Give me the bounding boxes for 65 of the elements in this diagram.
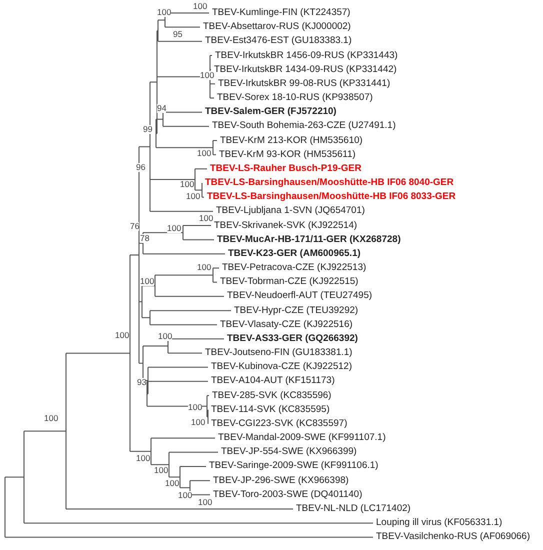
bootstrap-value: 100 [197,149,212,158]
taxon-label: TBEV-A104-AUT (KF151173) [211,375,335,388]
bootstrap-value: 100 [154,466,168,475]
taxon-label: TBEV-LS-Barsinghausen/Mooshütte-HB IF06 8040-GER [205,177,454,190]
taxon-label: TBEV-K23-GER (AM600965.1) [228,248,361,260]
taxon-label: TBEV-Neudoerfl-AUT (TEU27495) [227,290,372,302]
bootstrap-value: 100 [199,214,214,223]
taxon-label: TBEV-Absettarov-RUS (KJ000002) [203,21,351,34]
bootstrap-value: 100 [44,414,58,423]
taxon-label: TBEV-114-SVK (KC835595) [211,404,330,416]
bootstrap-value: 100 [200,71,214,80]
taxon-label: TBEV-Tobrman-CZE (KJ922515) [220,276,358,288]
taxon-label: TBEV-JP-554-SWE (KX966399) [221,446,357,458]
bootstrap-value: 96 [136,163,146,172]
taxon-label: Louping ill virus (KF056331.1) [376,517,502,530]
taxon-label: TBEV-Sorex 18-10-RUS (KP938507) [217,92,373,104]
bootstrap-value: 100 [198,498,212,507]
bootstrap-value: 100 [186,192,200,201]
taxon-label: TBEV-MucAr-HB-171/11-GER (KX268728) [217,234,401,246]
bootstrap-value: 100 [167,224,182,233]
taxon-label: TBEV-South Bohemia-263-CZE (U27491.1) [212,120,396,132]
taxon-label: TBEV-Hypr-CZE (TEU39292) [234,304,358,317]
bootstrap-value: 100 [140,277,154,286]
bootstrap-value: 93 [137,378,146,387]
taxon-label: TBEV-285-SVK (KC835596) [212,390,332,402]
taxon-label: TBEV-Saringe-2009-SWE (KF991106.1) [209,460,378,472]
bootstrap-value: 100 [180,180,194,189]
bootstrap-value: 100 [165,479,180,488]
bootstrap-value: 95 [173,30,182,39]
taxon-label: TBEV-NL-NLD (LC171402) [296,502,411,515]
taxon-label: TBEV-LS-Barsinghausen/Mooshütte-HB IF06 8033-GER [207,191,456,204]
taxon-label: TBEV-Kubinova-CZE (KJ922512) [211,361,352,374]
bootstrap-value: 100 [191,418,206,427]
taxon-label: TBEV-KrM 93-KOR (HM535611) [219,148,356,161]
taxon-label: TBEV-KrM 213-KOR (HM535610) [220,134,363,147]
bootstrap-value: 100 [197,263,212,272]
taxon-label: TBEV-Mandal-2009-SWE (KF991107.1) [218,432,386,444]
taxon-label: TBEV-Skrivanek-SVK (KJ922514) [214,220,358,232]
taxon-label: TBEV-Kumlinge-FIN (KT224357) [212,7,350,19]
taxon-label: TBEV-AS33-GER (GQ266392) [227,332,358,345]
bootstrap-value: 100 [158,332,172,341]
bootstrap-value: 76 [130,222,140,231]
bootstrap-value: 94 [157,104,166,113]
taxon-label: TBEV-Est3476-EST (GU183383.1) [205,35,352,48]
taxon-label: TBEV-Vasilchenko-RUS (AF069066) [376,531,530,544]
taxon-label: TBEV-Toro-2003-SWE (DQ401140) [213,488,362,501]
taxon-label: TBEV-IrkutskBR 1456-09-RUS (KP331443) [215,50,398,62]
bootstrap-value: 78 [140,234,150,243]
taxon-label: TBEV-JP-296-SWE (KX966398) [213,474,349,487]
taxon-label: TBEV-Ljubljana 1-SVN (JQ654701) [216,205,365,218]
taxon-label: TBEV-LS-Rauher Busch-P19-GER [210,162,362,175]
taxon-label: TBEV-Salem-GER (FJ572210) [205,106,336,118]
taxon-label: TBEV-Petracova-CZE (KJ922513) [222,262,366,274]
taxon-label: TBEV-CGI223-SVK (KC835597) [211,418,348,430]
taxon-label: TBEV-IrkutskBR 1434-09-RUS (KP331442) [214,64,397,76]
bootstrap-value: 100 [193,2,208,11]
bootstrap-value: 100 [188,403,202,412]
bootstrap-value: 100 [157,8,172,17]
bootstrap-value: 100 [115,331,130,340]
taxon-label: TBEV-IrkutskBR 99-08-RUS (KP331441) [218,78,390,90]
taxon-label: TBEV-Joutseno-FIN (GU183381.1) [205,347,352,360]
bootstrap-value: 100 [178,491,192,500]
bootstrap-value: 100 [136,454,150,463]
taxon-label: TBEV-Vlasaty-CZE (KJ922516) [220,318,353,331]
bootstrap-value: 99 [143,125,152,134]
